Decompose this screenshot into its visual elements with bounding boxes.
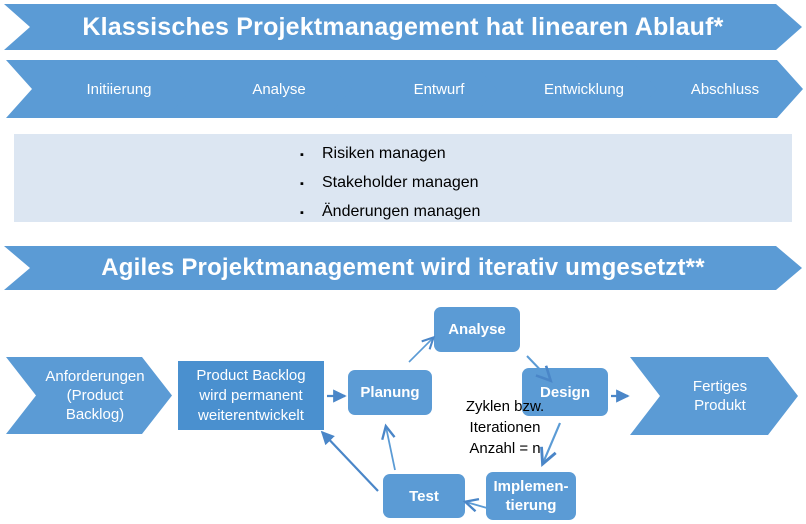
phase-label: Entwicklung	[543, 80, 625, 98]
cycle-box-label: Test	[409, 487, 439, 505]
product-backlog-box[interactable]: Product Backlog wird permanent weiterent…	[178, 361, 324, 430]
classic-banner: Klassisches Projektmanagement hat linear…	[4, 4, 802, 50]
cycle-box-implementierung[interactable]: Implemen- tierung	[486, 472, 576, 520]
phase-chevron-abschluss[interactable]: Abschluss	[631, 60, 803, 118]
cycle-box-label: Implemen- tierung	[493, 478, 569, 514]
bullet-icon: ▪	[300, 207, 304, 219]
cycle-box-label: Analyse	[448, 321, 506, 338]
list-item: ▪ Risiken managen	[300, 140, 480, 169]
bullet-icon: ▪	[300, 149, 304, 161]
cycle-box-planung[interactable]: Planung	[348, 370, 432, 415]
product-backlog-label: Product Backlog wird permanent weiterent…	[196, 366, 306, 424]
cycle-box-analyse[interactable]: Analyse	[434, 307, 520, 352]
agile-input-shape[interactable]: Anforderungen (Product Backlog)	[6, 357, 172, 434]
agile-banner: Agiles Projektmanagement wird iterativ u…	[4, 246, 802, 290]
bullet-text: Änderungen managen	[322, 203, 481, 220]
arrow-planung-to-analyse	[408, 338, 433, 363]
arrow-implementierung-to-test	[466, 502, 488, 508]
phase-label: Analyse	[252, 80, 306, 98]
agile-input-label: Anforderungen (Product Backlog)	[45, 368, 145, 423]
phase-label: Initiierung	[86, 80, 152, 98]
list-item: ▪ Stakeholder managen	[300, 169, 480, 198]
classic-bullet-list: ▪ Risiken managen ▪ Stakeholder managen …	[300, 140, 480, 227]
arrow-cycle-to-backlog	[320, 430, 379, 492]
classic-info-band	[14, 134, 792, 222]
bullet-text: Stakeholder managen	[322, 174, 479, 191]
cycle-box-label: Design	[539, 383, 590, 401]
bullet-icon: ▪	[300, 178, 304, 190]
phase-label: Abschluss	[690, 80, 760, 98]
phase-label: Entwurf	[413, 80, 465, 98]
cycle-iteration-note: Zyklen bzw. Iterationen Anzahl = n	[465, 398, 545, 457]
cycle-box-test[interactable]: Test	[383, 474, 465, 518]
cycle-box-label: Planung	[360, 384, 420, 401]
bullet-text: Risiken managen	[322, 145, 446, 162]
list-item: ▪ Änderungen managen	[300, 198, 480, 227]
agile-output-label: Fertiges Produkt	[692, 378, 748, 414]
arrow-test-to-planung	[386, 427, 396, 471]
agile-output-shape[interactable]: Fertiges Produkt	[630, 357, 798, 435]
